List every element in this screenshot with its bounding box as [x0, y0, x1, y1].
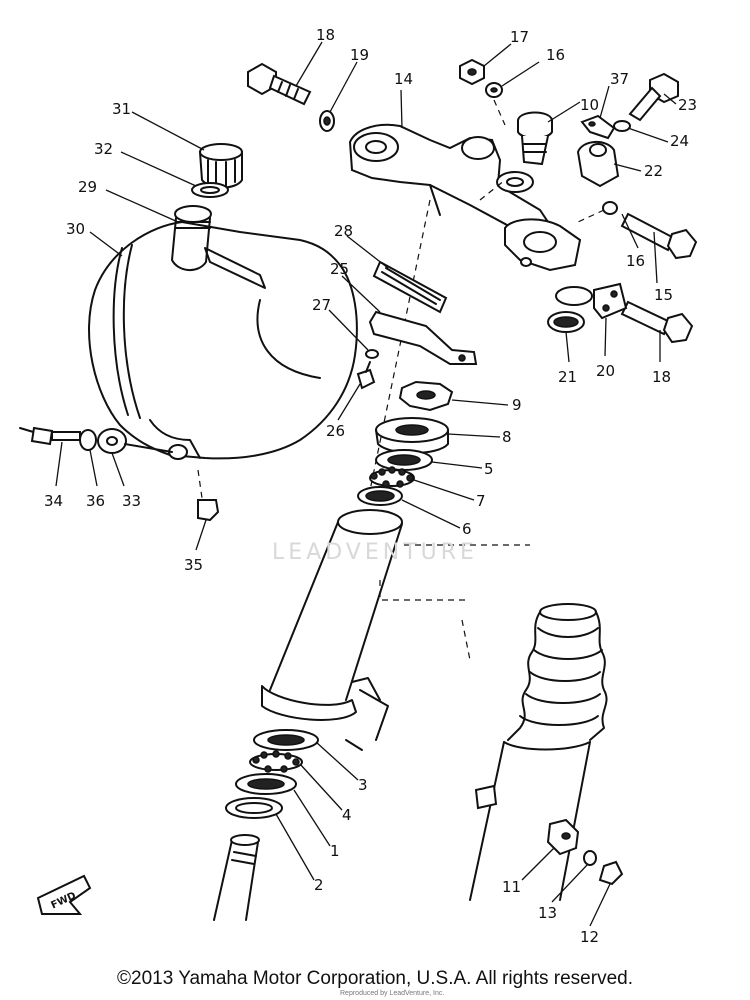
leader-lines — [55, 41, 677, 927]
headlight-shell — [88, 221, 358, 460]
small-bolt — [197, 469, 220, 522]
bearing-4 — [249, 750, 303, 773]
callout-13: 13 — [538, 904, 557, 922]
bolt-18-top — [247, 62, 312, 106]
callout-21: 21 — [558, 368, 577, 386]
bracket-25 — [368, 310, 478, 365]
callout-6: 6 — [462, 520, 472, 538]
callout-24: 24 — [670, 132, 689, 150]
callout-11: 11 — [502, 878, 521, 896]
watermark: LEADVENTURE — [272, 540, 478, 565]
washer-27 — [365, 349, 379, 359]
bolt-18-right — [620, 300, 694, 344]
clamp-22 — [576, 141, 620, 188]
bearing-7 — [369, 466, 415, 488]
washer-16-right — [602, 201, 618, 215]
callout-26: 26 — [326, 422, 345, 440]
washer-19 — [319, 110, 335, 132]
ring-nut-9 — [398, 380, 454, 412]
bolt-23 — [628, 72, 679, 122]
callout-31: 31 — [112, 100, 131, 118]
callouts: 18 19 14 17 16 10 37 23 24 22 16 15 18 2… — [44, 26, 697, 946]
clamp-ring-21 — [547, 286, 593, 333]
plate-20 — [593, 282, 628, 320]
callout-5: 5 — [484, 460, 494, 478]
bolt-10 — [517, 111, 553, 166]
callout-27: 27 — [312, 296, 331, 314]
seal-2 — [225, 797, 283, 819]
filler-neck — [171, 205, 212, 271]
clip-fork — [474, 784, 498, 810]
bolt-26 — [356, 361, 376, 390]
copyright-notice: ©2013 Yamaha Motor Corporation, U.S.A. A… — [117, 968, 633, 989]
callout-32: 32 — [94, 140, 113, 158]
bolt-15 — [620, 212, 698, 260]
callout-15: 15 — [654, 286, 673, 304]
callout-30: 30 — [66, 220, 85, 238]
callout-16-top: 16 — [546, 46, 565, 64]
reproduction-note: Reproduced by LeadVenture, Inc. — [340, 990, 445, 997]
callout-14: 14 — [394, 70, 413, 88]
callout-36: 36 — [86, 492, 105, 510]
callout-1: 1 — [330, 842, 340, 860]
callout-9: 9 — [512, 396, 522, 414]
cap — [198, 143, 243, 189]
callout-3: 3 — [358, 776, 368, 794]
steering-column — [261, 509, 530, 751]
callout-8: 8 — [502, 428, 512, 446]
washer-24 — [613, 120, 631, 132]
gasket — [191, 182, 229, 198]
callout-18-right: 18 — [652, 368, 671, 386]
callout-29: 29 — [78, 178, 97, 196]
race-6 — [357, 486, 403, 506]
callout-25: 25 — [330, 260, 349, 278]
callout-4: 4 — [342, 806, 352, 824]
guide-11 — [546, 818, 580, 856]
reflector-28 — [372, 260, 448, 314]
callout-18-top: 18 — [316, 26, 335, 44]
callout-35: 35 — [184, 556, 203, 574]
bolt-12 — [598, 860, 624, 886]
callout-7: 7 — [476, 492, 486, 510]
callout-33: 33 — [122, 492, 141, 510]
callout-20: 20 — [596, 362, 615, 380]
upper-bracket — [348, 123, 582, 272]
stem-shaft — [213, 834, 260, 921]
race-1 — [235, 773, 297, 795]
callout-10: 10 — [580, 96, 599, 114]
callout-16-right: 16 — [626, 252, 645, 270]
callout-23: 23 — [678, 96, 697, 114]
cable-fitting — [19, 426, 173, 454]
nut-17 — [459, 58, 485, 86]
callout-17: 17 — [510, 28, 529, 46]
washer-16-top — [485, 82, 503, 98]
callout-19: 19 — [350, 46, 369, 64]
callout-12: 12 — [580, 928, 599, 946]
lock-plate-37 — [580, 114, 616, 140]
fwd-arrow: FWD — [36, 874, 92, 915]
callout-34: 34 — [44, 492, 63, 510]
callout-28: 28 — [334, 222, 353, 240]
washer-13 — [583, 850, 597, 866]
callout-22: 22 — [644, 162, 663, 180]
race-5 — [375, 449, 433, 471]
washer-8 — [375, 417, 449, 454]
callout-2: 2 — [314, 876, 324, 894]
race-3 — [253, 729, 319, 751]
callout-37: 37 — [610, 70, 629, 88]
fork-tube — [469, 603, 608, 901]
